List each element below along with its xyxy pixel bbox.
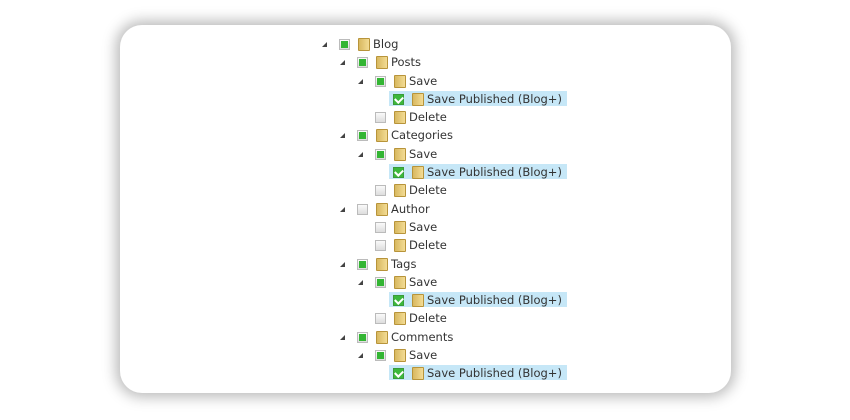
expand-arrow-icon[interactable]	[357, 151, 363, 157]
node-label[interactable]: Save	[409, 219, 438, 234]
node-label[interactable]: Author	[391, 201, 430, 216]
folder-icon	[394, 147, 406, 161]
node-label[interactable]: Blog	[373, 37, 399, 51]
checkbox[interactable]	[357, 57, 368, 69]
node-label[interactable]: Save Published (Blog+)	[427, 165, 562, 180]
checkbox[interactable]	[375, 350, 386, 362]
node-label[interactable]: Save	[409, 274, 438, 289]
folder-icon	[394, 184, 406, 198]
node-label[interactable]: Delete	[409, 183, 447, 198]
folder-icon	[412, 166, 424, 180]
checkbox[interactable]	[357, 130, 368, 142]
node-label[interactable]: Save Published (Blog+)	[427, 366, 562, 381]
folder-icon	[394, 74, 406, 88]
checkbox[interactable]	[393, 295, 404, 307]
expand-arrow-icon[interactable]	[321, 41, 327, 47]
node-label[interactable]: Delete	[409, 238, 447, 253]
checkbox[interactable]	[375, 75, 386, 87]
folder-icon	[394, 111, 406, 125]
node-label[interactable]: Save Published (Blog+)	[427, 293, 562, 308]
expand-arrow-icon[interactable]	[357, 279, 363, 285]
expand-arrow-icon[interactable]	[357, 78, 363, 84]
checkbox[interactable]	[393, 368, 404, 380]
checkbox[interactable]	[357, 203, 368, 215]
node-label[interactable]: Save Published (Blog+)	[427, 91, 562, 106]
permissions-panel	[120, 25, 731, 393]
expand-arrow-icon[interactable]	[339, 132, 345, 139]
expand-arrow-icon[interactable]	[339, 334, 345, 340]
checkbox[interactable]	[393, 167, 404, 179]
node-label[interactable]: Tags	[391, 256, 417, 271]
folder-icon	[376, 257, 388, 271]
folder-icon	[394, 349, 406, 363]
checkbox[interactable]	[375, 185, 386, 197]
folder-icon	[358, 38, 370, 51]
node-label[interactable]: Save	[409, 348, 438, 363]
checkbox[interactable]	[375, 276, 386, 288]
node-label[interactable]: Save	[409, 146, 438, 161]
checkbox[interactable]	[357, 331, 368, 343]
expand-arrow-icon[interactable]	[339, 261, 345, 267]
folder-icon	[376, 202, 388, 216]
folder-icon	[394, 239, 406, 253]
folder-icon	[394, 312, 406, 326]
node-label[interactable]: Categories	[391, 128, 453, 143]
selection-highlight	[389, 164, 568, 180]
checkbox[interactable]	[375, 240, 386, 252]
folder-icon	[394, 220, 406, 234]
checkbox[interactable]	[393, 93, 404, 105]
folder-icon	[412, 294, 424, 308]
checkbox[interactable]	[375, 221, 386, 233]
expand-arrow-icon[interactable]	[339, 206, 345, 212]
folder-icon	[376, 129, 388, 143]
node-label[interactable]: Delete	[409, 311, 447, 326]
folder-icon	[376, 56, 388, 70]
folder-icon	[412, 92, 424, 106]
checkbox[interactable]	[375, 148, 386, 160]
node-label[interactable]: Posts	[391, 55, 422, 70]
expand-arrow-icon[interactable]	[339, 59, 345, 66]
folder-icon	[412, 367, 424, 381]
expand-arrow-icon[interactable]	[357, 352, 363, 359]
selection-highlight	[389, 365, 568, 381]
checkbox[interactable]	[357, 258, 368, 270]
checkbox[interactable]	[339, 39, 350, 50]
folder-icon	[376, 330, 388, 344]
checkbox[interactable]	[375, 112, 386, 124]
node-label[interactable]: Delete	[409, 110, 447, 125]
selection-highlight	[389, 90, 568, 106]
selection-highlight	[389, 292, 568, 308]
node-label[interactable]: Save	[409, 73, 438, 88]
folder-icon	[394, 275, 406, 289]
checkbox[interactable]	[375, 313, 386, 325]
node-label[interactable]: Comments	[391, 329, 454, 344]
